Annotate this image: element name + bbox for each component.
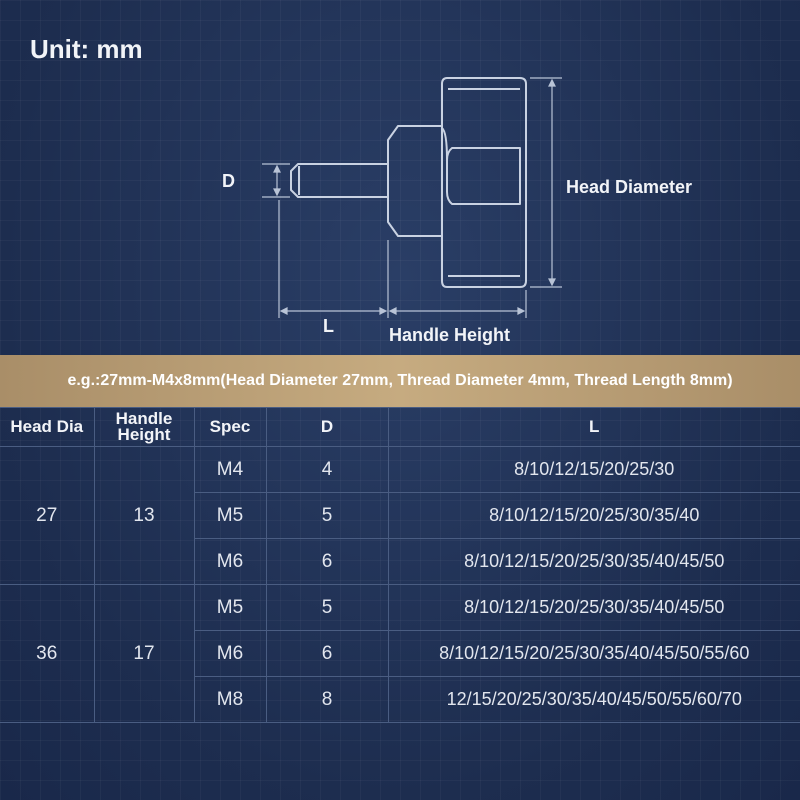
table-row: 27 13 M4 4 8/10/12/15/20/25/30 [0,446,800,585]
knob-head-shape [441,77,527,288]
cell-l: 8/10/12/15/20/25/30/35/40/45/50 [387,538,800,585]
screw-technical-drawing [262,77,562,318]
l-dimension-label: L [323,316,334,336]
cell-d: 6 [265,630,389,677]
header-d: D [265,407,389,447]
header-handle-height-line1: Handle [115,409,173,428]
cell-spec: M4 [193,446,267,493]
cell-d: 6 [265,538,389,585]
header-head-dia: Head Dia [0,407,95,447]
spec-table: Head Dia Handle Height Spec D L 27 13 M4… [0,407,800,723]
cell-d: 4 [265,446,389,493]
cell-l: 8/10/12/15/20/25/30 [387,446,800,493]
handle-body-shape [387,125,442,237]
cell-d: 5 [265,584,389,631]
table-row: M6 6 8/10/12/15/20/25/30/35/40/45/50/55/… [0,630,800,677]
example-banner: e.g.:27mm-M4x8mm(Head Diameter 27mm, Thr… [0,355,800,407]
cell-spec: M8 [194,676,267,723]
thread-stud-shape [290,163,388,198]
cell-l: 8/10/12/15/20/25/30/35/40 [387,492,800,539]
cell-spec: M5 [194,492,267,539]
head-diameter-label: Head Diameter [566,177,693,197]
handle-height-label: Handle Height [389,325,511,345]
table-header-row: Head Dia Handle Height Spec D L [0,407,800,447]
header-spec: Spec [193,407,267,447]
cell-handle-height: 13 [93,446,195,585]
table-row: M6 6 8/10/12/15/20/25/30/35/40/45/50 [0,538,800,585]
table-row: M5 5 8/10/12/15/20/25/30/35/40 [0,492,800,539]
cell-l: 12/15/20/25/30/35/40/45/50/55/60/70 [387,676,800,723]
cell-spec: M6 [194,538,267,585]
cell-head-dia: 36 [0,584,95,723]
cell-spec: M6 [194,630,267,677]
cell-head-dia: 27 [0,446,95,585]
cell-d: 8 [265,676,389,723]
d-dimension-label: D [222,171,235,191]
header-handle-height: Handle Height [93,407,195,447]
cell-d: 5 [265,492,389,539]
cell-l: 8/10/12/15/20/25/30/35/40/45/50/55/60 [387,630,800,677]
cell-l: 8/10/12/15/20/25/30/35/40/45/50 [387,584,800,631]
table-row: 36 17 M5 5 8/10/12/15/20/25/30/35/40/45/… [0,584,800,723]
unit-label: Unit: mm [30,34,143,64]
header-handle-height-line2: Height [117,425,171,444]
cell-handle-height: 17 [93,584,195,723]
table-row: M8 8 12/15/20/25/30/35/40/45/50/55/60/70 [0,676,800,723]
cell-spec: M5 [193,584,267,631]
header-l: L [387,407,800,447]
